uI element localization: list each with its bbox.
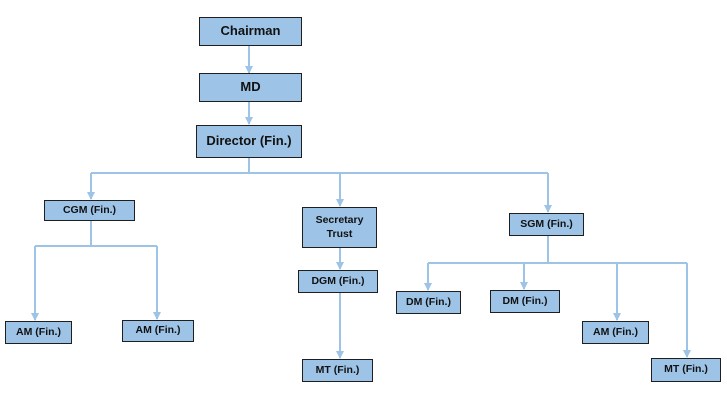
node-sgm-fin: SGM (Fin.)	[509, 213, 584, 236]
node-am-fin-3: AM (Fin.)	[582, 321, 649, 344]
node-secretary-trust: Secretary Trust	[302, 207, 377, 248]
node-director-fin: Director (Fin.)	[196, 125, 302, 158]
node-chairman: Chairman	[199, 17, 302, 46]
node-md: MD	[199, 73, 302, 102]
node-mt-fin-2: MT (Fin.)	[651, 358, 721, 382]
node-dm-fin-2: DM (Fin.)	[490, 290, 560, 313]
node-dm-fin-1: DM (Fin.)	[396, 291, 461, 314]
node-am-fin-1: AM (Fin.)	[5, 321, 72, 344]
node-cgm-fin: CGM (Fin.)	[44, 200, 135, 221]
node-mt-fin-1: MT (Fin.)	[302, 359, 373, 382]
node-dgm-fin: DGM (Fin.)	[298, 270, 378, 293]
node-am-fin-2: AM (Fin.)	[122, 320, 194, 342]
